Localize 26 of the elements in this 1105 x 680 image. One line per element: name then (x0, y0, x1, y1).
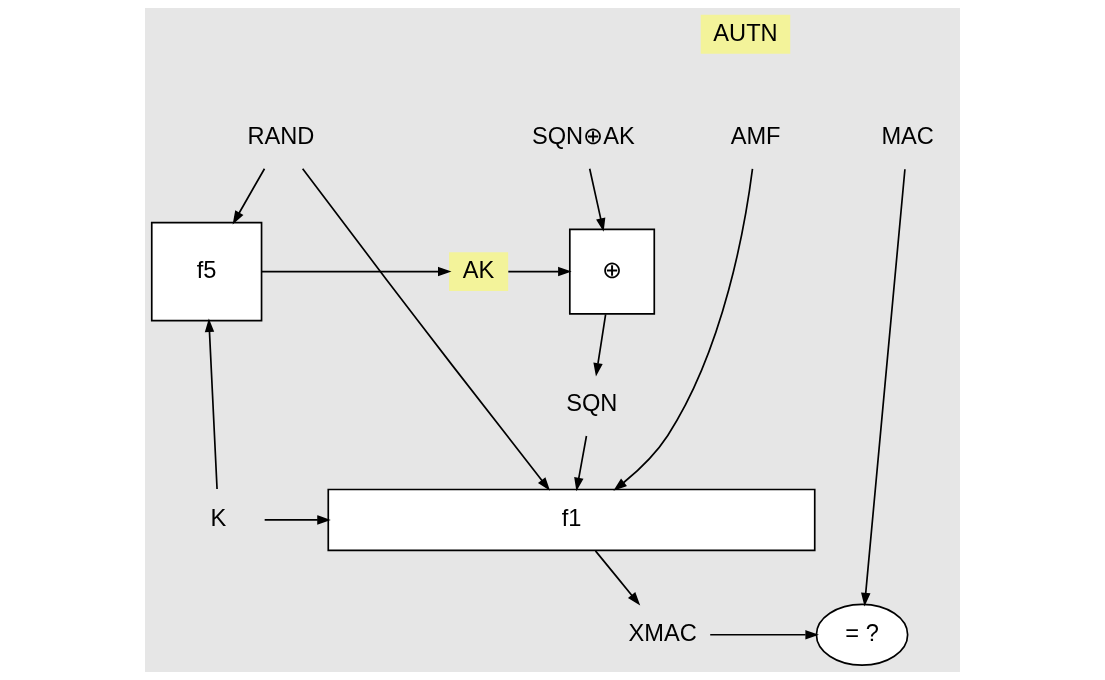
node-text: SQN⊕AK (531, 123, 635, 150)
arrow (204, 318, 218, 490)
arrow (593, 313, 607, 377)
arrow (232, 167, 266, 225)
node-text: K (210, 505, 227, 532)
node-box: AK (449, 252, 509, 291)
arrow (261, 266, 452, 277)
arrow (709, 630, 819, 640)
arrow (574, 435, 588, 492)
label: AUTN (713, 19, 778, 46)
node-text: MAC (881, 123, 934, 150)
node-text: XMAC (628, 620, 697, 646)
arrow (301, 167, 551, 491)
node-text: SQN (566, 390, 618, 417)
arrow (507, 266, 572, 277)
node-ellipse: = ? (815, 603, 909, 666)
node-text: RAND (247, 123, 315, 150)
node-text: AMF (730, 123, 781, 150)
arrow (594, 550, 641, 606)
arrow (861, 168, 906, 607)
node-box: f1 (327, 488, 816, 552)
arrow (613, 168, 754, 491)
arrow (588, 167, 606, 232)
node-box: f5 (150, 221, 263, 322)
arrow (263, 515, 331, 525)
node-box: ⊕ (568, 228, 656, 315)
